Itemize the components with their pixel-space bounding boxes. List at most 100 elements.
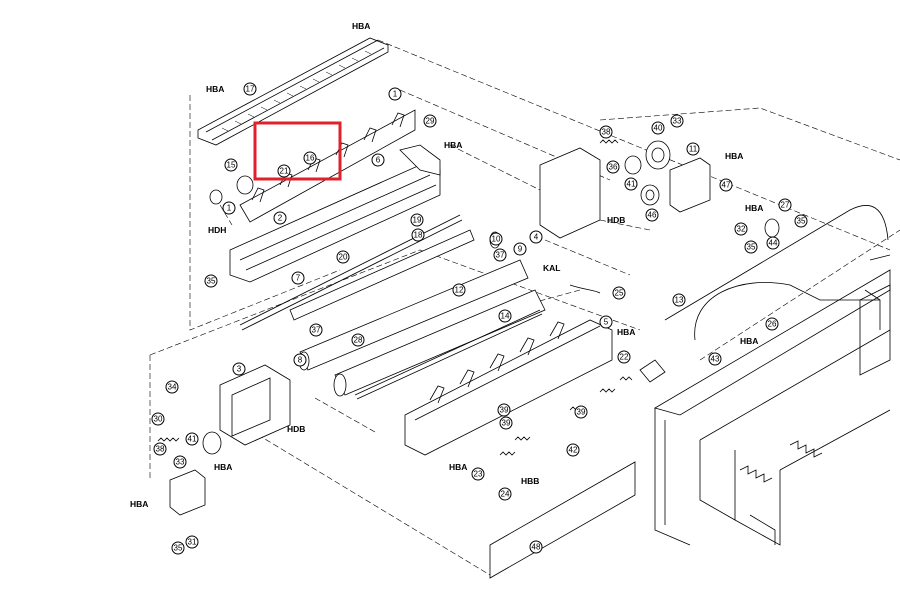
label-hba: HBA xyxy=(206,84,224,94)
callout-15: 15 xyxy=(224,158,238,172)
svg-text:2: 2 xyxy=(278,214,283,223)
callout-39: 39 xyxy=(497,403,511,417)
label-hba: HBA xyxy=(725,151,743,161)
svg-text:21: 21 xyxy=(280,167,289,176)
svg-text:44: 44 xyxy=(769,239,778,248)
callout-1: 1 xyxy=(388,87,402,101)
svg-text:40: 40 xyxy=(654,124,663,133)
svg-text:11: 11 xyxy=(689,145,698,154)
callout-19: 19 xyxy=(410,213,424,227)
callout-12: 12 xyxy=(452,283,466,297)
callout-16: 16 xyxy=(303,151,317,165)
svg-text:7: 7 xyxy=(296,274,301,283)
svg-text:18: 18 xyxy=(414,231,423,240)
label-hbb: HBB xyxy=(521,476,539,486)
svg-text:27: 27 xyxy=(781,201,790,210)
callout-21: 21 xyxy=(277,164,291,178)
svg-text:28: 28 xyxy=(354,336,363,345)
svg-text:30: 30 xyxy=(154,415,163,424)
callout-34: 34 xyxy=(165,380,179,394)
lower-guide-assembly xyxy=(404,319,613,456)
main-frame xyxy=(653,254,891,546)
svg-text:9: 9 xyxy=(518,245,523,254)
callout-27: 27 xyxy=(778,198,792,212)
callout-8: 8 xyxy=(293,353,307,367)
callout-48: 48 xyxy=(529,540,543,554)
svg-text:17: 17 xyxy=(246,85,255,94)
svg-text:3: 3 xyxy=(237,365,242,374)
svg-text:35: 35 xyxy=(797,217,806,226)
callout-40: 40 xyxy=(651,121,665,135)
callout-41: 41 xyxy=(185,432,199,446)
svg-text:36: 36 xyxy=(609,163,618,172)
callout-14: 14 xyxy=(498,309,512,323)
svg-text:38: 38 xyxy=(156,445,165,454)
svg-text:13: 13 xyxy=(675,296,684,305)
svg-text:12: 12 xyxy=(455,286,464,295)
svg-text:14: 14 xyxy=(501,312,510,321)
callout-41: 41 xyxy=(624,177,638,191)
lower-frame xyxy=(229,144,441,283)
callout-numbers: 1 1 2 3 4 5 6 7 8 9 10 11 12 13 14 15 16… xyxy=(151,82,808,555)
svg-text:25: 25 xyxy=(615,289,624,298)
callout-24: 24 xyxy=(498,487,512,501)
callout-5: 5 xyxy=(599,315,613,329)
callout-37: 37 xyxy=(493,248,507,262)
callout-31: 31 xyxy=(185,535,199,549)
svg-text:22: 22 xyxy=(620,353,629,362)
highlight-box xyxy=(253,121,342,181)
svg-text:10: 10 xyxy=(492,235,501,244)
callout-4: 4 xyxy=(529,230,543,244)
svg-text:37: 37 xyxy=(496,251,505,260)
callout-38: 38 xyxy=(599,125,613,139)
label-hba: HBA xyxy=(617,327,635,337)
callout-9: 9 xyxy=(513,242,527,256)
top-guide-bracket xyxy=(197,37,389,146)
callout-28: 28 xyxy=(351,333,365,347)
svg-text:41: 41 xyxy=(188,435,197,444)
svg-text:19: 19 xyxy=(413,216,422,225)
callout-6: 6 xyxy=(371,153,385,167)
svg-text:47: 47 xyxy=(722,181,731,190)
callout-18: 18 xyxy=(411,228,425,242)
svg-text:43: 43 xyxy=(711,355,720,364)
svg-text:34: 34 xyxy=(168,383,177,392)
guide-plate xyxy=(239,109,416,223)
callout-43: 43 xyxy=(708,352,722,366)
svg-text:38: 38 xyxy=(602,128,611,137)
svg-text:20: 20 xyxy=(339,253,348,262)
label-hba: HBA xyxy=(352,21,370,31)
callout-10: 10 xyxy=(489,232,503,246)
callout-32: 32 xyxy=(734,222,748,236)
callout-33: 33 xyxy=(670,114,684,128)
callout-11: 11 xyxy=(686,142,700,156)
svg-text:33: 33 xyxy=(176,458,185,467)
svg-text:24: 24 xyxy=(501,490,510,499)
label-hba: HBA xyxy=(745,203,763,213)
callout-30: 30 xyxy=(151,412,165,426)
label-kal: KAL xyxy=(543,263,560,273)
svg-text:48: 48 xyxy=(532,543,541,552)
callout-37: 37 xyxy=(309,323,323,337)
svg-text:29: 29 xyxy=(426,117,435,126)
svg-text:33: 33 xyxy=(673,117,682,126)
bracket-22 xyxy=(639,359,666,383)
callout-26: 26 xyxy=(765,317,779,331)
svg-text:41: 41 xyxy=(627,180,636,189)
svg-text:26: 26 xyxy=(768,320,777,329)
label-hba: HBA xyxy=(740,336,758,346)
callout-35: 35 xyxy=(204,274,218,288)
callout-17: 17 xyxy=(243,82,257,96)
svg-text:5: 5 xyxy=(604,318,609,327)
callout-25: 25 xyxy=(612,286,626,300)
svg-text:1: 1 xyxy=(393,90,398,99)
callout-39: 39 xyxy=(499,416,513,430)
callout-47: 47 xyxy=(719,178,733,192)
svg-text:15: 15 xyxy=(227,161,236,170)
gears xyxy=(202,140,780,455)
callout-2: 2 xyxy=(273,211,287,225)
svg-text:8: 8 xyxy=(298,356,303,365)
harness-cables xyxy=(569,205,889,341)
callout-46: 46 xyxy=(645,208,659,222)
